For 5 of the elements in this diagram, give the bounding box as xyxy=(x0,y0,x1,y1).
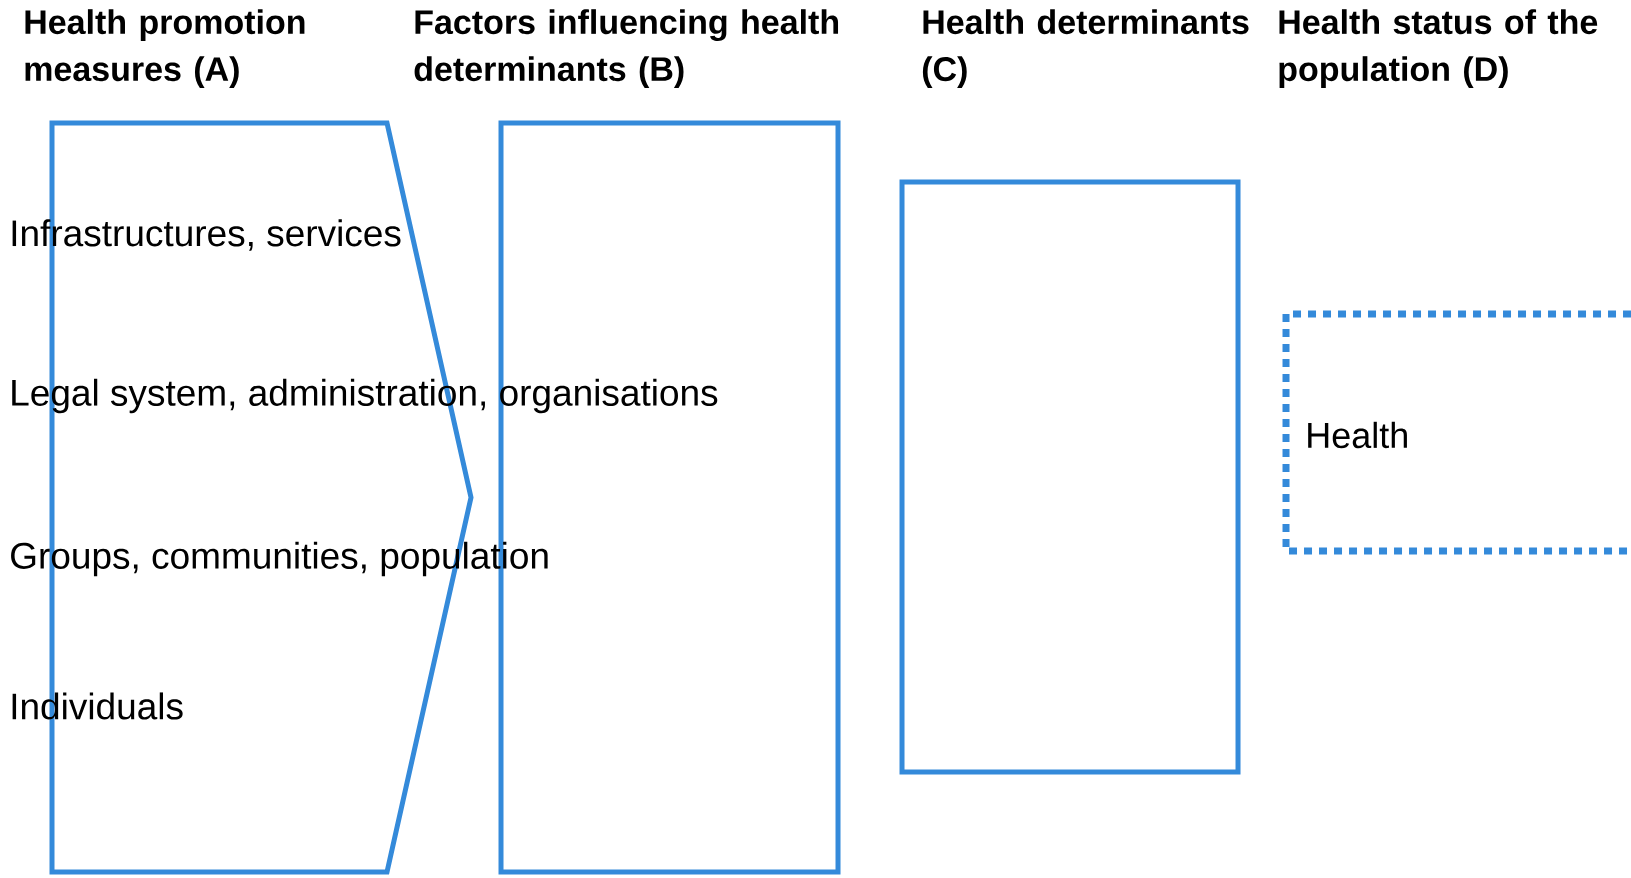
column-heading: Health status of the population (D) xyxy=(1279,9,1598,88)
column-heading: Health determinants (C) xyxy=(922,9,1249,88)
column-heading: Factors influencing health determinants (B) xyxy=(414,9,839,88)
dotted-box: Health xyxy=(1282,310,1631,555)
column-heading: Health promotion measures (A) xyxy=(25,9,305,88)
